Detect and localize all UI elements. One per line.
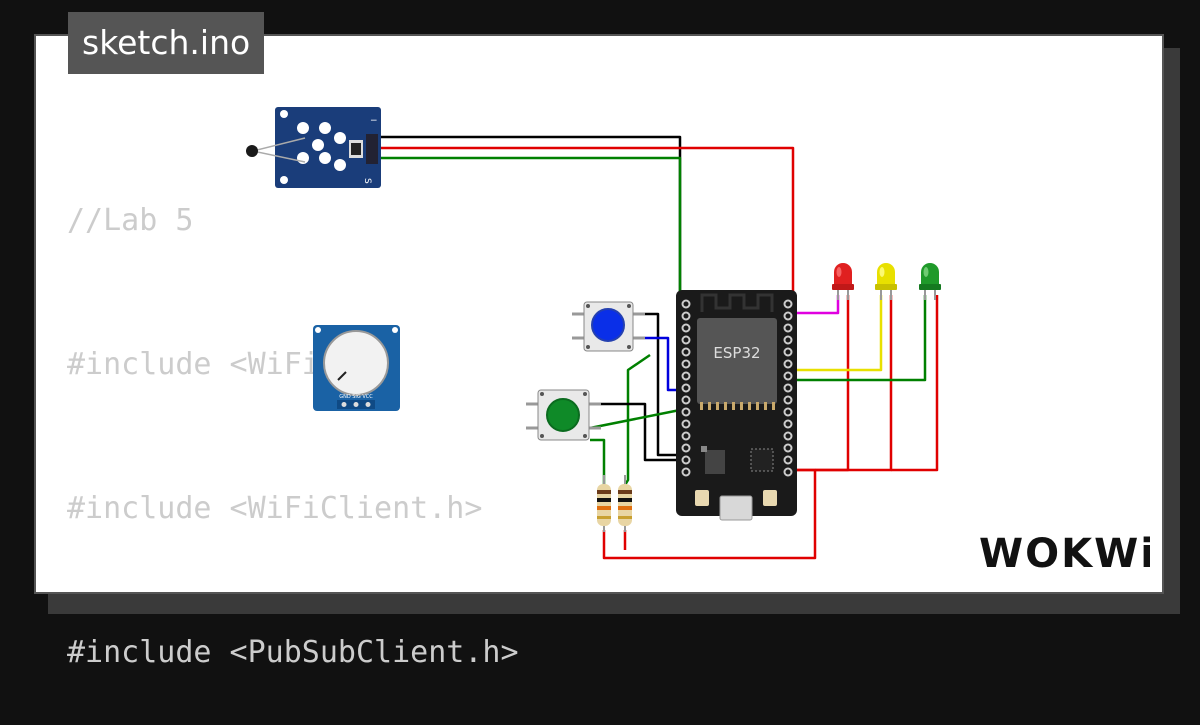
code-line: //Lab 5	[67, 203, 194, 238]
red-led[interactable]	[832, 263, 854, 300]
wire-blue-blue-btn	[634, 336, 682, 392]
esp32-left-pins	[681, 299, 691, 477]
wire-black-blue-btn	[634, 312, 680, 457]
wire-red-yellow-led	[815, 295, 893, 472]
antenna-trace	[700, 293, 774, 312]
wire-red-red-led	[793, 295, 850, 472]
boot-button	[695, 490, 709, 506]
wire-yellow-yellow-led	[793, 295, 883, 372]
esp32-label: ESP32	[713, 344, 760, 362]
esp32-board[interactable]: ESP32	[676, 290, 797, 521]
voltage-regulator	[705, 450, 725, 474]
wire-black-green-btn	[590, 402, 680, 462]
wire-black-sensor	[378, 135, 682, 295]
green-push-button[interactable]	[526, 389, 601, 441]
wire-green-blue-btn	[623, 353, 651, 486]
wire-green-sensor	[378, 156, 682, 300]
blue-push-button[interactable]	[572, 301, 645, 352]
potentiometer-knob-indicator	[337, 371, 347, 381]
wire-green-green-btn-2	[590, 438, 606, 485]
thermistor-lead	[252, 137, 306, 152]
usb-port	[719, 495, 753, 521]
svg-text:−: −	[370, 116, 378, 126]
resistor-2[interactable]	[618, 475, 632, 532]
wire-red-green-led	[891, 295, 939, 472]
potentiometer-pin-labels: GND SIG VCC	[339, 394, 373, 400]
yellow-led[interactable]	[875, 263, 897, 300]
wire-green-green-led	[793, 295, 927, 382]
thermistor-icon	[246, 145, 258, 157]
green-led[interactable]	[919, 263, 941, 300]
wires	[378, 135, 939, 560]
circuit-diagram: S − GND SIG VCC	[246, 107, 941, 560]
wokwi-logo: WOKWi	[979, 531, 1150, 577]
code-line: #include <WiFiClient.h>	[67, 491, 483, 526]
en-button	[763, 490, 777, 506]
resistor-1[interactable]	[597, 475, 611, 532]
usb-chip	[750, 448, 774, 472]
esp32-right-pins	[783, 299, 793, 477]
wokwi-logo-text: WOKWi	[979, 531, 1150, 577]
file-tab[interactable]: sketch.ino	[68, 12, 265, 74]
wire-red-sensor	[378, 146, 795, 295]
wire-magenta-red-led	[793, 295, 840, 315]
temperature-sensor-module[interactable]: S −	[246, 107, 381, 188]
sensor-pin-label: S	[362, 178, 372, 184]
wire-green-green-btn	[589, 408, 681, 430]
potentiometer-module[interactable]: GND SIG VCC	[313, 325, 400, 411]
code-line: #include <PubSubClient.h>	[67, 635, 519, 670]
